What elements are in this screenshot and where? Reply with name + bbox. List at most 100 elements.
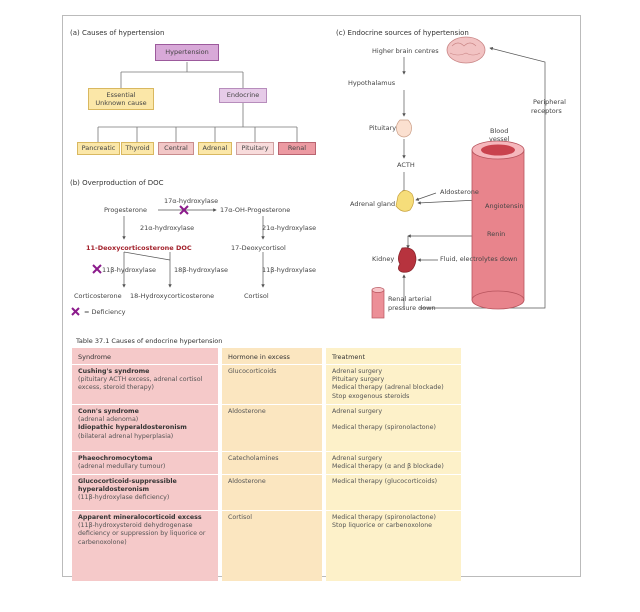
treatment-column xyxy=(326,348,461,581)
renal-artery-illustration xyxy=(371,287,385,319)
aldosterone-label: Aldosterone xyxy=(440,188,479,196)
treatment-cell: Medical therapy (glucocorticoids) xyxy=(328,476,460,488)
hypothalamus-label: Hypothalamus xyxy=(348,79,396,87)
header-treatment: Treatment xyxy=(332,353,366,361)
fluid-label: Fluid, electrolytes down xyxy=(440,255,518,263)
deoxycortisol-label: 17-Deoxycortisol xyxy=(231,244,286,252)
hydroxylase-21a-left-label: 21α-hydroxylase xyxy=(140,224,195,232)
row-divider xyxy=(72,364,461,365)
treatment-line: Adrenal surgery xyxy=(332,368,383,375)
hormone-cell: Aldosterone xyxy=(228,478,266,485)
unknown-cause-label: Unknown cause xyxy=(95,99,147,107)
syndrome-detail: (11β-hydroxylase deficiency) xyxy=(78,494,170,502)
blood-vessel-label-2: vessel xyxy=(489,135,510,143)
pancreatic-box: Pancreatic xyxy=(77,142,120,155)
syndrome-detail-2: (bilateral adrenal hyperplasia) xyxy=(78,432,174,440)
oh-progesterone-label: 17α-OH-Progesterone xyxy=(220,206,291,214)
row-divider xyxy=(72,474,461,475)
adrenal-box: Adrenal xyxy=(198,142,232,155)
hydroxylase-17a-label: 17α-hydroxylase xyxy=(164,197,219,205)
syndrome-title: Cushing's syndrome xyxy=(78,368,150,375)
treatment-cell: Adrenal surgery Medical therapy (α and β… xyxy=(328,453,460,473)
hydroxylase-11b-right-label: 11β-hydroxylase xyxy=(262,266,317,274)
treatment-cell: Medical therapy (spironolactone) Stop li… xyxy=(328,512,460,532)
panel-b-title: (b) Overproduction of DOC xyxy=(70,179,164,187)
thyroid-box: Thyroid xyxy=(121,142,154,155)
blood-vessel-label-1: Blood xyxy=(490,127,509,135)
table-row: Phaeochromocytoma (adrenal medullary tum… xyxy=(74,453,218,473)
hormone-column xyxy=(222,348,322,581)
treatment-cell: Adrenal surgery Medical therapy (spirono… xyxy=(328,406,460,435)
syndrome-title-2: Idiopathic hyperaldosteronism xyxy=(78,424,187,432)
treatment-line: Medical therapy (glucocorticoids) xyxy=(332,478,438,485)
treatment-line: Medical therapy (spironolactone) xyxy=(332,514,436,521)
treatment-line: Adrenal surgery xyxy=(332,408,383,415)
endocrine-box: Endocrine xyxy=(219,88,267,103)
adrenal-gland-label: Adrenal gland xyxy=(350,200,396,208)
panel-a-title: (a) Causes of hypertension xyxy=(70,29,165,37)
cortisol-label: Cortisol xyxy=(244,292,269,300)
treatment-line: Stop liquorice or carbenoxolone xyxy=(332,522,433,530)
higher-brain-label: Higher brain centres xyxy=(372,47,439,55)
treatment-line: Medical therapy (adrenal blockade) xyxy=(332,384,444,392)
treatment-line: Adrenal surgery xyxy=(332,455,383,462)
brain-illustration xyxy=(446,36,486,64)
syndrome-title: Phaeochromocytoma xyxy=(78,455,153,462)
corticosterone-label: Corticosterone xyxy=(74,292,122,300)
angiotensin-label: Angiotensin xyxy=(485,202,524,210)
syndrome-title: Glucocorticoid-suppressible hyperaldoste… xyxy=(78,478,177,494)
treatment-cell: Adrenal surgery Pituitary surgery Medica… xyxy=(328,366,460,403)
blood-vessel-illustration xyxy=(471,140,525,310)
treatment-line: Medical therapy (α and β blockade) xyxy=(332,463,444,471)
hydroxylase-11b-left-label: 11β-hydroxylase xyxy=(102,266,157,274)
essential-label: Essential xyxy=(106,90,136,99)
header-hormone: Hormone in excess xyxy=(228,353,290,361)
hormone-cell: Glucocorticoids xyxy=(228,368,277,375)
table-caption: Table 37.1 Causes of endocrine hypertens… xyxy=(76,337,223,345)
deficiency-legend: = Deficiency xyxy=(84,308,126,316)
row-divider xyxy=(72,451,461,452)
row-divider xyxy=(72,510,461,511)
hormone-cell: Cortisol xyxy=(228,514,252,521)
syndrome-detail: (adrenal adenoma) xyxy=(78,416,139,424)
hydroxycorticosterone-label: 18-Hydroxycorticosterone xyxy=(130,292,215,300)
pituitary-illustration xyxy=(396,119,412,138)
renin-label: Renin xyxy=(487,230,506,238)
table-row: Cushing's syndrome (pituitary ACTH exces… xyxy=(74,366,218,395)
pituitary-box: Pituitary xyxy=(236,142,274,155)
renal-box: Renal xyxy=(278,142,316,155)
progesterone-label: Progesterone xyxy=(104,206,147,214)
syndrome-column xyxy=(72,348,218,581)
table-row: Conn's syndrome (adrenal adenoma) Idiopa… xyxy=(74,406,218,443)
syndrome-title: Conn's syndrome xyxy=(78,408,139,415)
hydroxylase-21a-right-label: 21α-hydroxylase xyxy=(262,224,317,232)
kidney-illustration xyxy=(398,247,417,273)
syndrome-detail: (adrenal medullary tumour) xyxy=(78,463,166,471)
kidney-label: Kidney xyxy=(372,255,395,263)
treatment-line: Medical therapy (spironolactone) xyxy=(332,424,436,432)
peripheral-label-1: Peripheral xyxy=(533,98,566,106)
treatment-line: Pituitary surgery xyxy=(332,376,385,384)
hypertension-box: Hypertension xyxy=(155,44,219,61)
hormone-cell: Catecholamines xyxy=(228,455,279,462)
row-divider xyxy=(72,404,461,405)
renal-arterial-label-1: Renal arterial xyxy=(388,295,432,303)
syndrome-detail: (pituitary ACTH excess, adrenal cortisol… xyxy=(78,376,203,392)
table-row: Glucocorticoid-suppressible hyperaldoste… xyxy=(74,476,218,505)
doc-label: 11-Deoxycorticosterone DOC xyxy=(86,244,192,252)
peripheral-label-2: receptors xyxy=(531,107,562,115)
table-row: Apparent mineralocorticoid excess (11β-h… xyxy=(74,512,218,549)
syndrome-title: Apparent mineralocorticoid excess xyxy=(78,514,202,521)
renal-arterial-label-2: pressure down xyxy=(388,304,436,312)
acth-label: ACTH xyxy=(397,161,415,169)
essential-box: Essential Unknown cause xyxy=(88,88,154,110)
hydroxylase-18b-label: 18β-hydroxylase xyxy=(174,266,229,274)
pituitary-label: Pituitary xyxy=(369,124,397,132)
hormone-cell: Aldosterone xyxy=(228,408,266,415)
treatment-line: Stop exogenous steroids xyxy=(332,392,410,400)
adrenal-illustration xyxy=(395,190,414,212)
header-syndrome: Syndrome xyxy=(78,353,112,361)
central-box: Central xyxy=(158,142,194,155)
panel-c-title: (c) Endocrine sources of hypertension xyxy=(336,29,469,37)
